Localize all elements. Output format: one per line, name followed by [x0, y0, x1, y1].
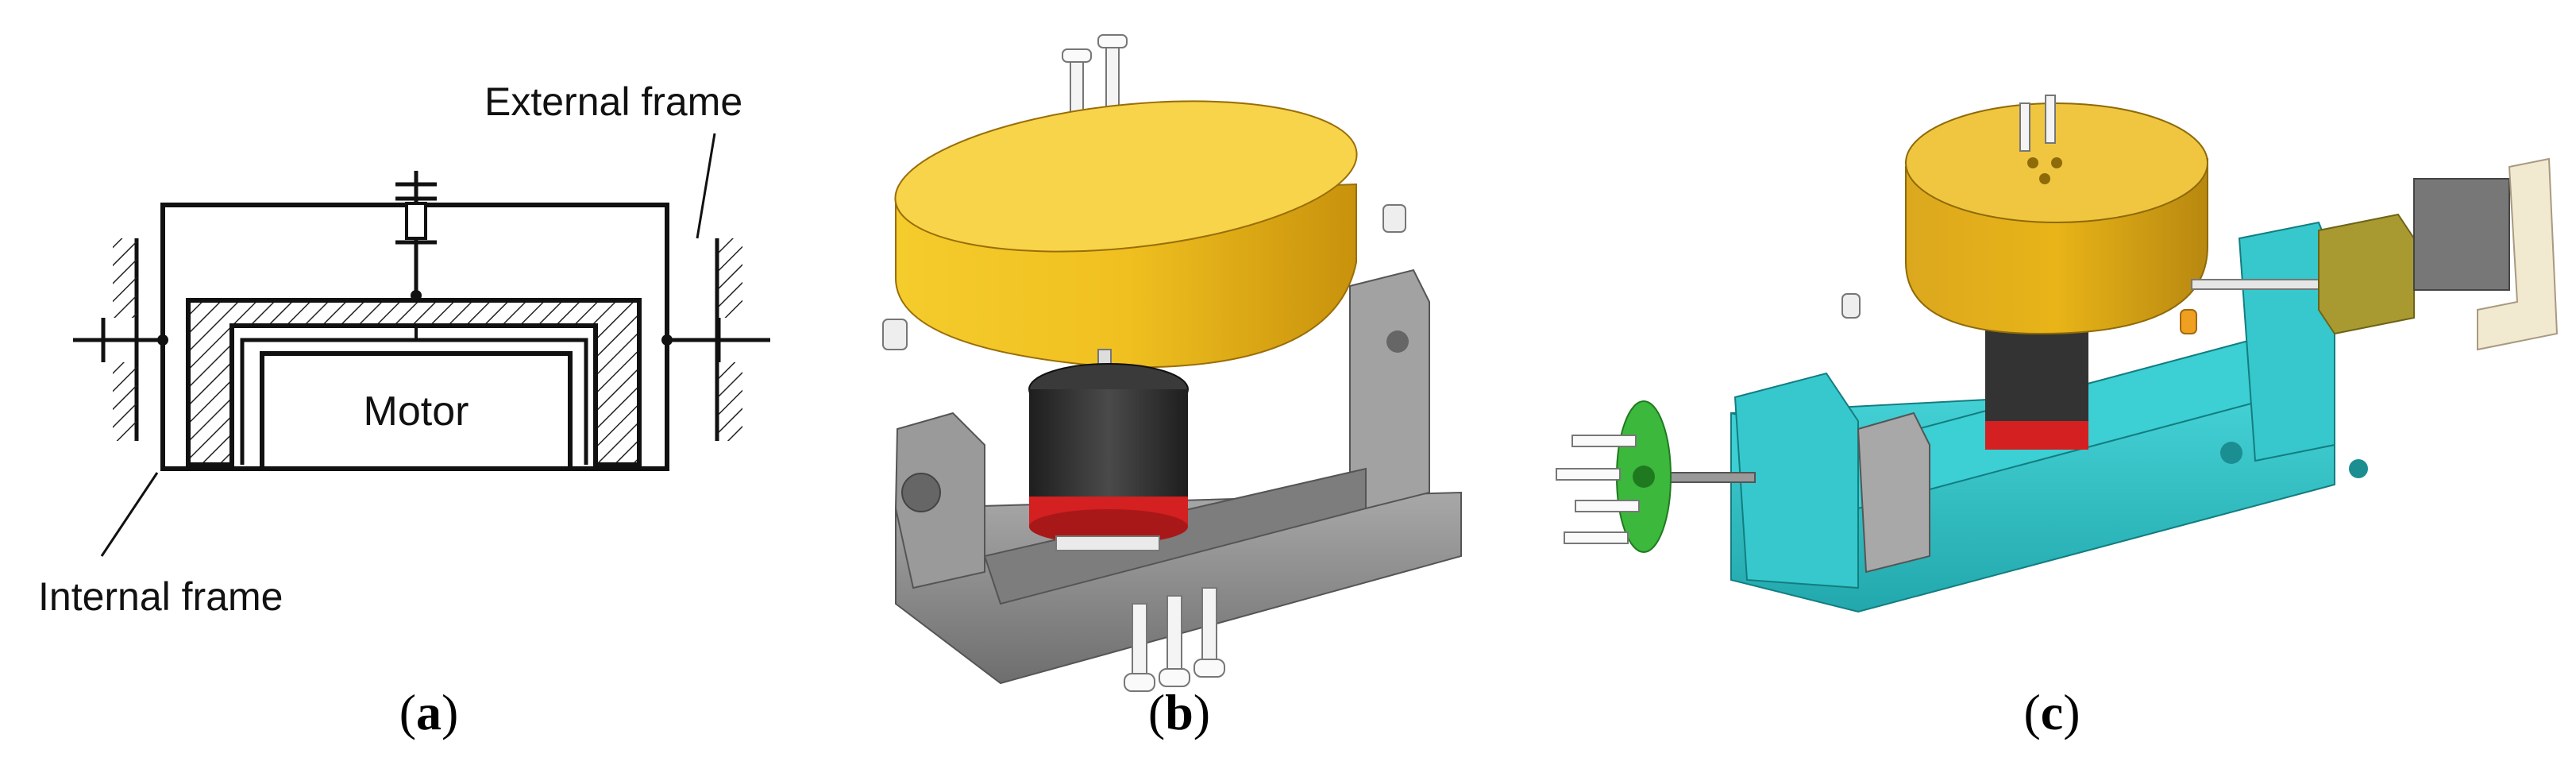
output-shaft — [2191, 279, 2327, 290]
motor-assembly — [1028, 349, 1189, 551]
set-screw-left — [882, 319, 908, 350]
panel-c-assembled-view: (c) — [1525, 0, 2576, 769]
caption-c: (c) — [2023, 684, 2080, 740]
external-frame-leader — [696, 133, 716, 239]
orange-set-screw — [2180, 309, 2197, 334]
assembled-test-rig-illustration — [1556, 95, 2559, 613]
bearing-block — [1857, 412, 1930, 574]
white-set-screw — [1841, 293, 1861, 319]
rotor-cylinder — [1905, 95, 2208, 335]
internal-frame-label: Internal frame — [38, 574, 283, 619]
bottom-screws — [1124, 587, 1225, 692]
panel-a-schematic: Motor — [0, 0, 794, 769]
drive-motor-with-gearbox — [2318, 157, 2559, 351]
set-screw-right — [1382, 204, 1406, 233]
top-shaft — [395, 171, 437, 340]
panel-b-exploded-view: (b) — [794, 0, 1525, 769]
motor-box — [260, 351, 573, 471]
internal-frame-hatched — [186, 298, 642, 467]
caption-b: (b) — [1147, 684, 1211, 740]
exploded-assembly-illustration — [882, 34, 1462, 692]
schematic-diagram: Motor — [38, 79, 770, 619]
rotor-cylinder — [894, 100, 1358, 369]
green-coupling — [1556, 400, 1756, 553]
external-frame-label: External frame — [484, 79, 742, 124]
u-bracket — [894, 269, 1462, 685]
motor-label: Motor — [364, 388, 469, 435]
internal-frame-leader — [100, 472, 159, 557]
right-shaft-and-ground — [661, 238, 770, 441]
caption-a: (a) — [399, 684, 459, 740]
left-shaft-and-ground — [73, 238, 168, 441]
top-screws — [1062, 34, 1128, 128]
